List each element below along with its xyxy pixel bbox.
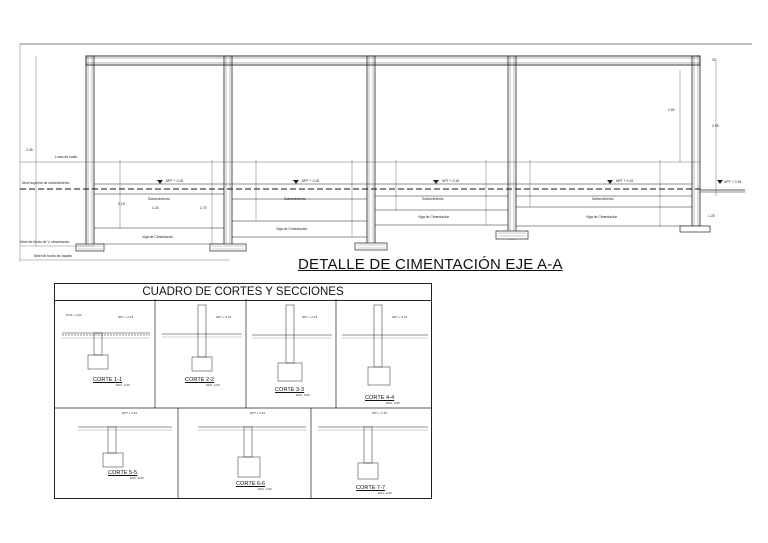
sobrecimiento-label-1: Sobrecimiento: [148, 197, 170, 201]
corte-6-6: CORTE 6-6: [236, 481, 266, 487]
dim-right-2: 2.95: [712, 124, 719, 128]
viga-label-2: Viga de Cimentación: [276, 227, 308, 231]
npt-label-3: NPT + 0.15: [442, 179, 460, 183]
scale-4: ESC. 1/20: [386, 401, 400, 405]
panel-npt-7: NPT + 0.15: [372, 411, 388, 415]
panel-ntn-1: NTN + 0.00: [66, 313, 82, 317]
npt-label-1: NPT + 0.15: [166, 179, 184, 183]
viga-label-4: Viga de Cimentación: [586, 215, 618, 219]
foundation-beams: [94, 193, 692, 245]
scale-5: ESC. 1/20: [130, 476, 144, 480]
npt-label-2: NPT + 0.15: [302, 179, 320, 183]
drawing-title: DETALLE DE CIMENTACIÓN EJE A-A: [298, 256, 563, 273]
nivel-sup-label: Nivel superior de sobrecimiento: [22, 181, 70, 185]
sobrecimiento-label-4: Sobrecimiento: [592, 197, 614, 201]
sobrecimiento-label-3: Sobrecimiento: [422, 197, 444, 201]
linea-suelo-label: Línea de suelo: [55, 155, 78, 159]
dimension-lines: [35, 56, 717, 246]
scale-7: ESC. 1/20: [378, 491, 392, 495]
panel-grid: [54, 299, 432, 499]
dim-right-1: 2.50: [668, 108, 675, 112]
top-beam: [85, 55, 701, 66]
viga-label-3: Viga de Cimentación: [418, 215, 450, 219]
sections-panel: CUADRO DE CORTES Y SECCIONES: [54, 283, 432, 499]
corte-1-1: CORTE 1-1: [93, 377, 123, 383]
npt-markers: [157, 180, 723, 184]
dim-left: 3.35: [26, 148, 33, 152]
npt-label-5: NPT + 0.15: [724, 180, 742, 184]
panel-npt-6: NPT + 0.15: [250, 411, 266, 415]
corte-3-3: CORTE 3-3: [275, 387, 305, 393]
scale-6: ESC. 1/20: [258, 487, 272, 491]
section-sketches: [62, 304, 428, 480]
corte-2-2: CORTE 2-2: [185, 377, 215, 383]
dim-top: .20: [711, 58, 716, 62]
dim-a: 2.15: [118, 202, 125, 206]
corte-7-7: CORTE 7-7: [356, 485, 386, 491]
dim-c: 1.20: [152, 206, 159, 210]
scale-1: ESC. 1/20: [116, 383, 130, 387]
nivel-fondo-zapata-label: Nivel de fondo de zapata: [34, 254, 72, 258]
sobrecimiento-label-2: Sobrecimiento: [284, 197, 306, 201]
section-hatching: [62, 336, 428, 431]
panel-npt-5: NPT + 0.15: [122, 411, 138, 415]
panel-npt-3: NPT + 0.15: [302, 315, 318, 319]
corte-5-5: CORTE 5-5: [108, 470, 138, 476]
footings: [75, 225, 711, 252]
viga-label-1: Viga de Cimentación: [142, 235, 174, 239]
panel-title: CUADRO DE CORTES Y SECCIONES: [55, 284, 431, 301]
npt-label-4: NPT + 0.15: [616, 179, 634, 183]
nivel-fondo-viga-label: Nivel de fondo de V. cimentación: [20, 240, 70, 244]
column-rebars: [87, 56, 699, 246]
corte-4-4: CORTE 4-4: [365, 395, 395, 401]
dim-b: 2.70: [200, 206, 207, 210]
panel-npt-2: NPT + 0.15: [216, 315, 232, 319]
panel-npt-4: NPT + 0.15: [392, 315, 408, 319]
panel-npt-1: NPT + 0.15: [118, 315, 134, 319]
dim-e: 1.25: [708, 214, 715, 218]
scale-2: ESC. 1/20: [206, 383, 220, 387]
scale-3: ESC. 1/20: [296, 393, 310, 397]
